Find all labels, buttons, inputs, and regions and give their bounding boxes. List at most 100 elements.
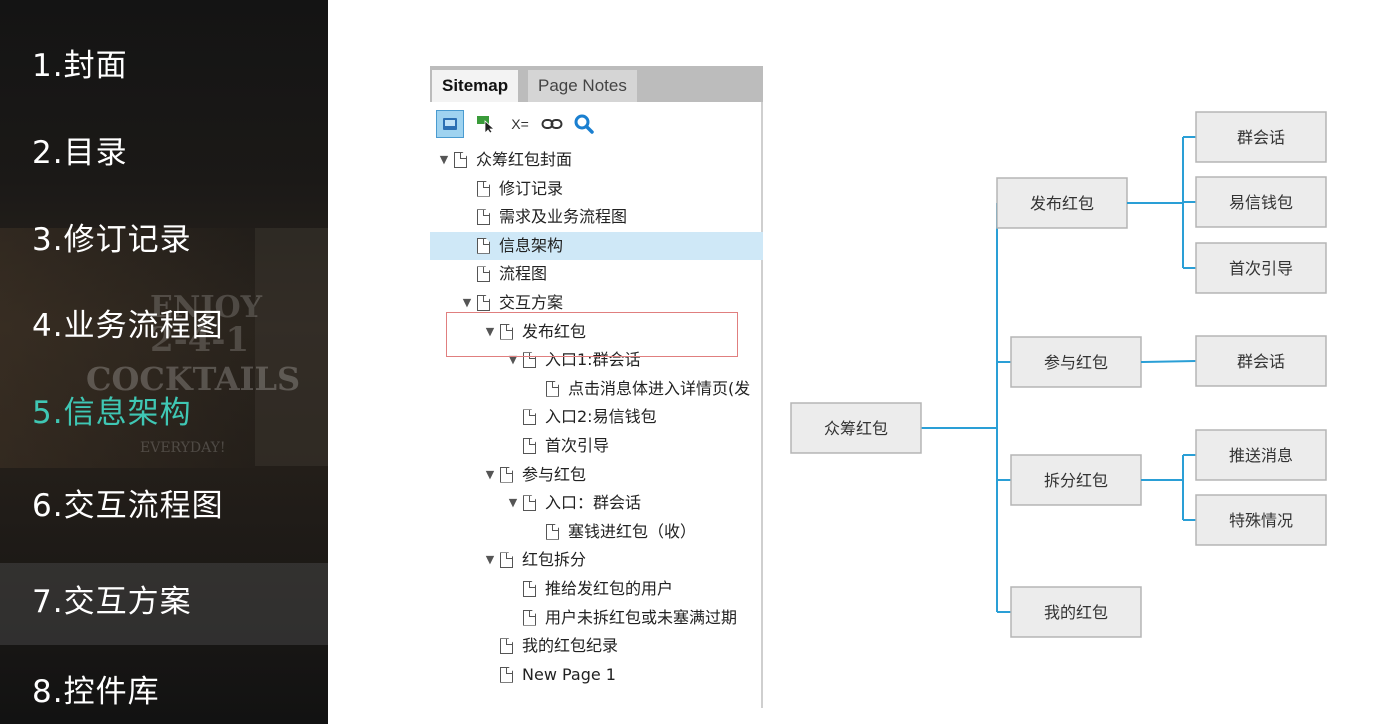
branch-node[interactable]: 发布红包 — [996, 177, 1128, 229]
child-node[interactable]: 群会话 — [1195, 335, 1327, 387]
child-node[interactable]: 特殊情况 — [1195, 494, 1327, 546]
child-node-label: 群会话 — [1237, 128, 1285, 147]
sitemap-tree-item-label: 入口1:群会话 — [545, 350, 641, 370]
highlight-page-icon[interactable] — [436, 110, 464, 138]
expand-arrow-icon[interactable]: ▼ — [485, 467, 495, 481]
sitemap-toolbar: X= — [436, 110, 756, 140]
page-icon — [477, 266, 490, 283]
sitemap-tree-item[interactable]: ▼ 红包拆分 — [430, 546, 763, 574]
sitemap-tree-item[interactable]: 流程图 — [430, 260, 763, 288]
menu-item-info-architecture[interactable]: 5.信息架构 — [32, 395, 192, 431]
page-icon — [477, 209, 490, 226]
page-icon — [500, 323, 513, 340]
sitemap-tree-item-label: 点击消息体进入详情页(发 — [568, 378, 751, 398]
sitemap-tree-item[interactable]: 塞钱进红包（收） — [430, 518, 763, 546]
expand-arrow-icon[interactable]: ▼ — [508, 496, 518, 510]
child-node[interactable]: 群会话 — [1195, 111, 1327, 163]
menu-item-revision[interactable]: 3.修订记录 — [32, 222, 192, 258]
child-node-box — [1195, 494, 1327, 546]
menu-item-cover[interactable]: 1.封面 — [32, 48, 128, 84]
variables-icon[interactable]: X= — [511, 116, 529, 132]
sitemap-tree-item[interactable]: ▼ 交互方案 — [430, 289, 763, 317]
sitemap-tree-item[interactable]: ▼ 参与红包 — [430, 461, 763, 489]
root-node-box — [790, 402, 922, 454]
expand-arrow-icon[interactable]: ▼ — [508, 353, 518, 367]
branch-node-box — [1010, 586, 1142, 638]
child-node-box — [1195, 242, 1327, 294]
menu-item-business-flow[interactable]: 4.业务流程图 — [32, 308, 224, 344]
page-icon — [477, 295, 490, 311]
sitemap-tree-item[interactable]: 用户未拆红包或未塞满过期 — [430, 604, 763, 632]
branch-node[interactable]: 参与红包 — [1010, 336, 1142, 388]
sitemap-tree-item[interactable]: 入口2:易信钱包 — [430, 403, 763, 431]
page-icon — [523, 581, 536, 597]
tab-sitemap[interactable]: Sitemap — [432, 70, 519, 102]
sitemap-panel: Sitemap Page Notes X= ▼ 众筹红包封面修订记录需求及业务流程… — [430, 66, 763, 708]
search-icon[interactable] — [570, 110, 598, 138]
poster-text-3: COCKTAILS — [86, 360, 301, 398]
branch-node-label: 我的红包 — [1044, 603, 1108, 622]
panel-tabbar: Sitemap Page Notes — [430, 66, 763, 102]
sitemap-tree-item[interactable]: 我的红包纪录 — [430, 632, 763, 660]
expand-arrow-icon[interactable]: ▼ — [485, 324, 495, 338]
expand-arrow-icon[interactable]: ▼ — [485, 553, 495, 567]
branch-node-box — [996, 177, 1128, 229]
sitemap-tree-item-label: 流程图 — [499, 264, 548, 284]
page-icon — [500, 666, 513, 683]
sitemap-tree-item[interactable]: 首次引导 — [430, 432, 763, 460]
page-icon — [477, 237, 490, 254]
child-node-box — [1195, 111, 1327, 163]
page-icon — [523, 609, 536, 626]
sitemap-tree-item[interactable]: 推给发红包的用户 — [430, 575, 763, 603]
menu-item-toc[interactable]: 2.目录 — [32, 135, 128, 171]
child-node[interactable]: 推送消息 — [1195, 429, 1327, 481]
branch-node[interactable]: 我的红包 — [1010, 586, 1142, 638]
sitemap-tree-item-label: 参与红包 — [522, 464, 587, 484]
root-node[interactable]: 众筹红包 — [790, 402, 922, 454]
sitemap-tree-item[interactable]: ▼发布红包 — [430, 318, 763, 346]
sitemap-tree-item-label: 入口2:易信钱包 — [545, 407, 657, 427]
page-icon — [500, 552, 513, 569]
page-icon — [454, 152, 467, 168]
tab-page-notes[interactable]: Page Notes — [528, 70, 637, 102]
page-icon — [546, 523, 559, 540]
background-poster-right — [255, 228, 328, 466]
sitemap-tree-item-label: 交互方案 — [499, 293, 564, 312]
menu-item-interaction-flow[interactable]: 6.交互流程图 — [32, 488, 224, 524]
child-node[interactable]: 易信钱包 — [1195, 176, 1327, 228]
sitemap-tree-item-label: 众筹红包封面 — [476, 150, 573, 169]
sitemap-tree-item[interactable]: 需求及业务流程图 — [430, 203, 763, 231]
info-architecture-diagram: 发布红包群会话易信钱包首次引导参与红包群会话拆分红包推送消息特殊情况我的红包众筹… — [790, 111, 1327, 638]
sitemap-tree-item-label: 入口：群会话 — [545, 493, 642, 513]
sitemap-tree-item[interactable]: 点击消息体进入详情页(发 — [430, 375, 763, 403]
page-icon — [500, 638, 513, 655]
diagram-canvas: 发布红包群会话易信钱包首次引导参与红包群会话拆分红包推送消息特殊情况我的红包众筹… — [765, 66, 1396, 708]
sitemap-tree-item-label: 红包拆分 — [522, 550, 587, 570]
pointer-icon[interactable] — [472, 110, 500, 138]
root-node-label: 众筹红包 — [824, 419, 888, 438]
child-node-box — [1195, 335, 1327, 387]
branch-node[interactable]: 拆分红包 — [1010, 454, 1142, 506]
menu-item-interaction-plan[interactable]: 7.交互方案 — [32, 584, 192, 620]
expand-arrow-icon[interactable]: ▼ — [439, 153, 449, 166]
sitemap-tree-item-label: New Page 1 — [522, 664, 616, 684]
expand-arrow-icon[interactable]: ▼ — [462, 296, 472, 309]
child-node-label: 群会话 — [1237, 352, 1285, 371]
link-icon[interactable] — [538, 110, 566, 138]
sitemap-tree-item[interactable]: 信息架构 — [430, 231, 763, 260]
page-icon — [523, 495, 536, 512]
sitemap-tree-item-label: 信息架构 — [499, 235, 564, 255]
sitemap-tree-item[interactable]: ▼ 入口：群会话 — [430, 489, 763, 517]
menu-item-widget-library[interactable]: 8.控件库 — [32, 674, 160, 710]
sitemap-tree-item[interactable]: 修订记录 — [430, 175, 763, 203]
child-node-box — [1195, 429, 1327, 481]
connector-line — [1140, 360, 1197, 363]
sitemap-tree-item-label: 首次引导 — [545, 436, 610, 455]
background-poster — [0, 228, 255, 468]
child-node[interactable]: 首次引导 — [1195, 242, 1327, 294]
sitemap-tree-item[interactable]: New Page 1 — [430, 661, 763, 689]
sitemap-tree-item[interactable]: ▼ 众筹红包封面 — [430, 146, 763, 174]
menu-hover-highlight — [0, 563, 328, 645]
child-node-box — [1195, 176, 1327, 228]
branch-node-label: 拆分红包 — [1044, 471, 1108, 490]
